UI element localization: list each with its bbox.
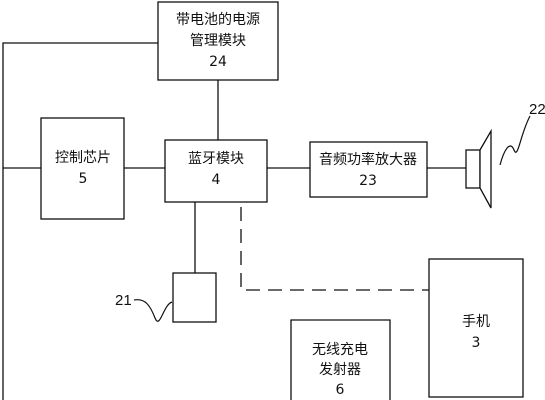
power-management-label-line2: 管理模块 — [190, 33, 246, 49]
bluetooth-module-ref: 4 — [212, 172, 221, 188]
phone-ref: 3 — [472, 335, 481, 351]
audio-amplifier-box — [309, 141, 428, 198]
power-management-box — [157, 1, 279, 81]
speaker-cone — [479, 128, 492, 209]
wireless-charger-block: 无线充电 发射器 6 — [290, 319, 391, 400]
speaker-magnet — [465, 149, 481, 189]
control-chip-label: 控制芯片 — [55, 150, 111, 166]
antenna-box — [172, 272, 217, 323]
speaker-leader-line — [499, 115, 531, 166]
control-chip-block: 控制芯片 5 — [40, 117, 125, 220]
power-management-label-line1: 带电池的电源 — [176, 12, 260, 28]
bluetooth-module-label: 蓝牙模块 — [188, 151, 244, 167]
control-chip-ref: 5 — [79, 171, 88, 187]
connection-lines — [2, 42, 466, 400]
left-bus-wire — [2, 42, 158, 400]
speaker-icon — [465, 128, 492, 209]
wireless-charger-ref: 6 — [336, 382, 345, 398]
bluetooth-phone-wireless-link — [240, 207, 429, 291]
antenna-ref: 21 — [115, 292, 132, 309]
speaker-ref: 22 — [529, 101, 545, 118]
phone-box — [428, 258, 524, 398]
antenna-leader-line — [133, 299, 173, 322]
phone-label: 手机 — [462, 314, 490, 330]
antenna-block — [172, 272, 217, 323]
wireless-charger-box — [290, 319, 391, 400]
wireless-charger-label-line2: 发射器 — [319, 362, 361, 378]
audio-amplifier-label: 音频功率放大器 — [319, 151, 417, 168]
bluetooth-module-box — [164, 139, 268, 203]
bluetooth-module-block: 蓝牙模块 4 — [164, 139, 268, 203]
control-chip-box — [40, 117, 125, 220]
phone-block: 手机 3 — [428, 258, 524, 398]
power-management-ref: 24 — [209, 54, 227, 70]
audio-amplifier-ref: 23 — [359, 173, 377, 189]
power-management-block: 带电池的电源 管理模块 24 — [157, 1, 279, 81]
wireless-charger-label-line1: 无线充电 — [312, 342, 368, 358]
audio-amplifier-block: 音频功率放大器 23 — [309, 141, 428, 198]
